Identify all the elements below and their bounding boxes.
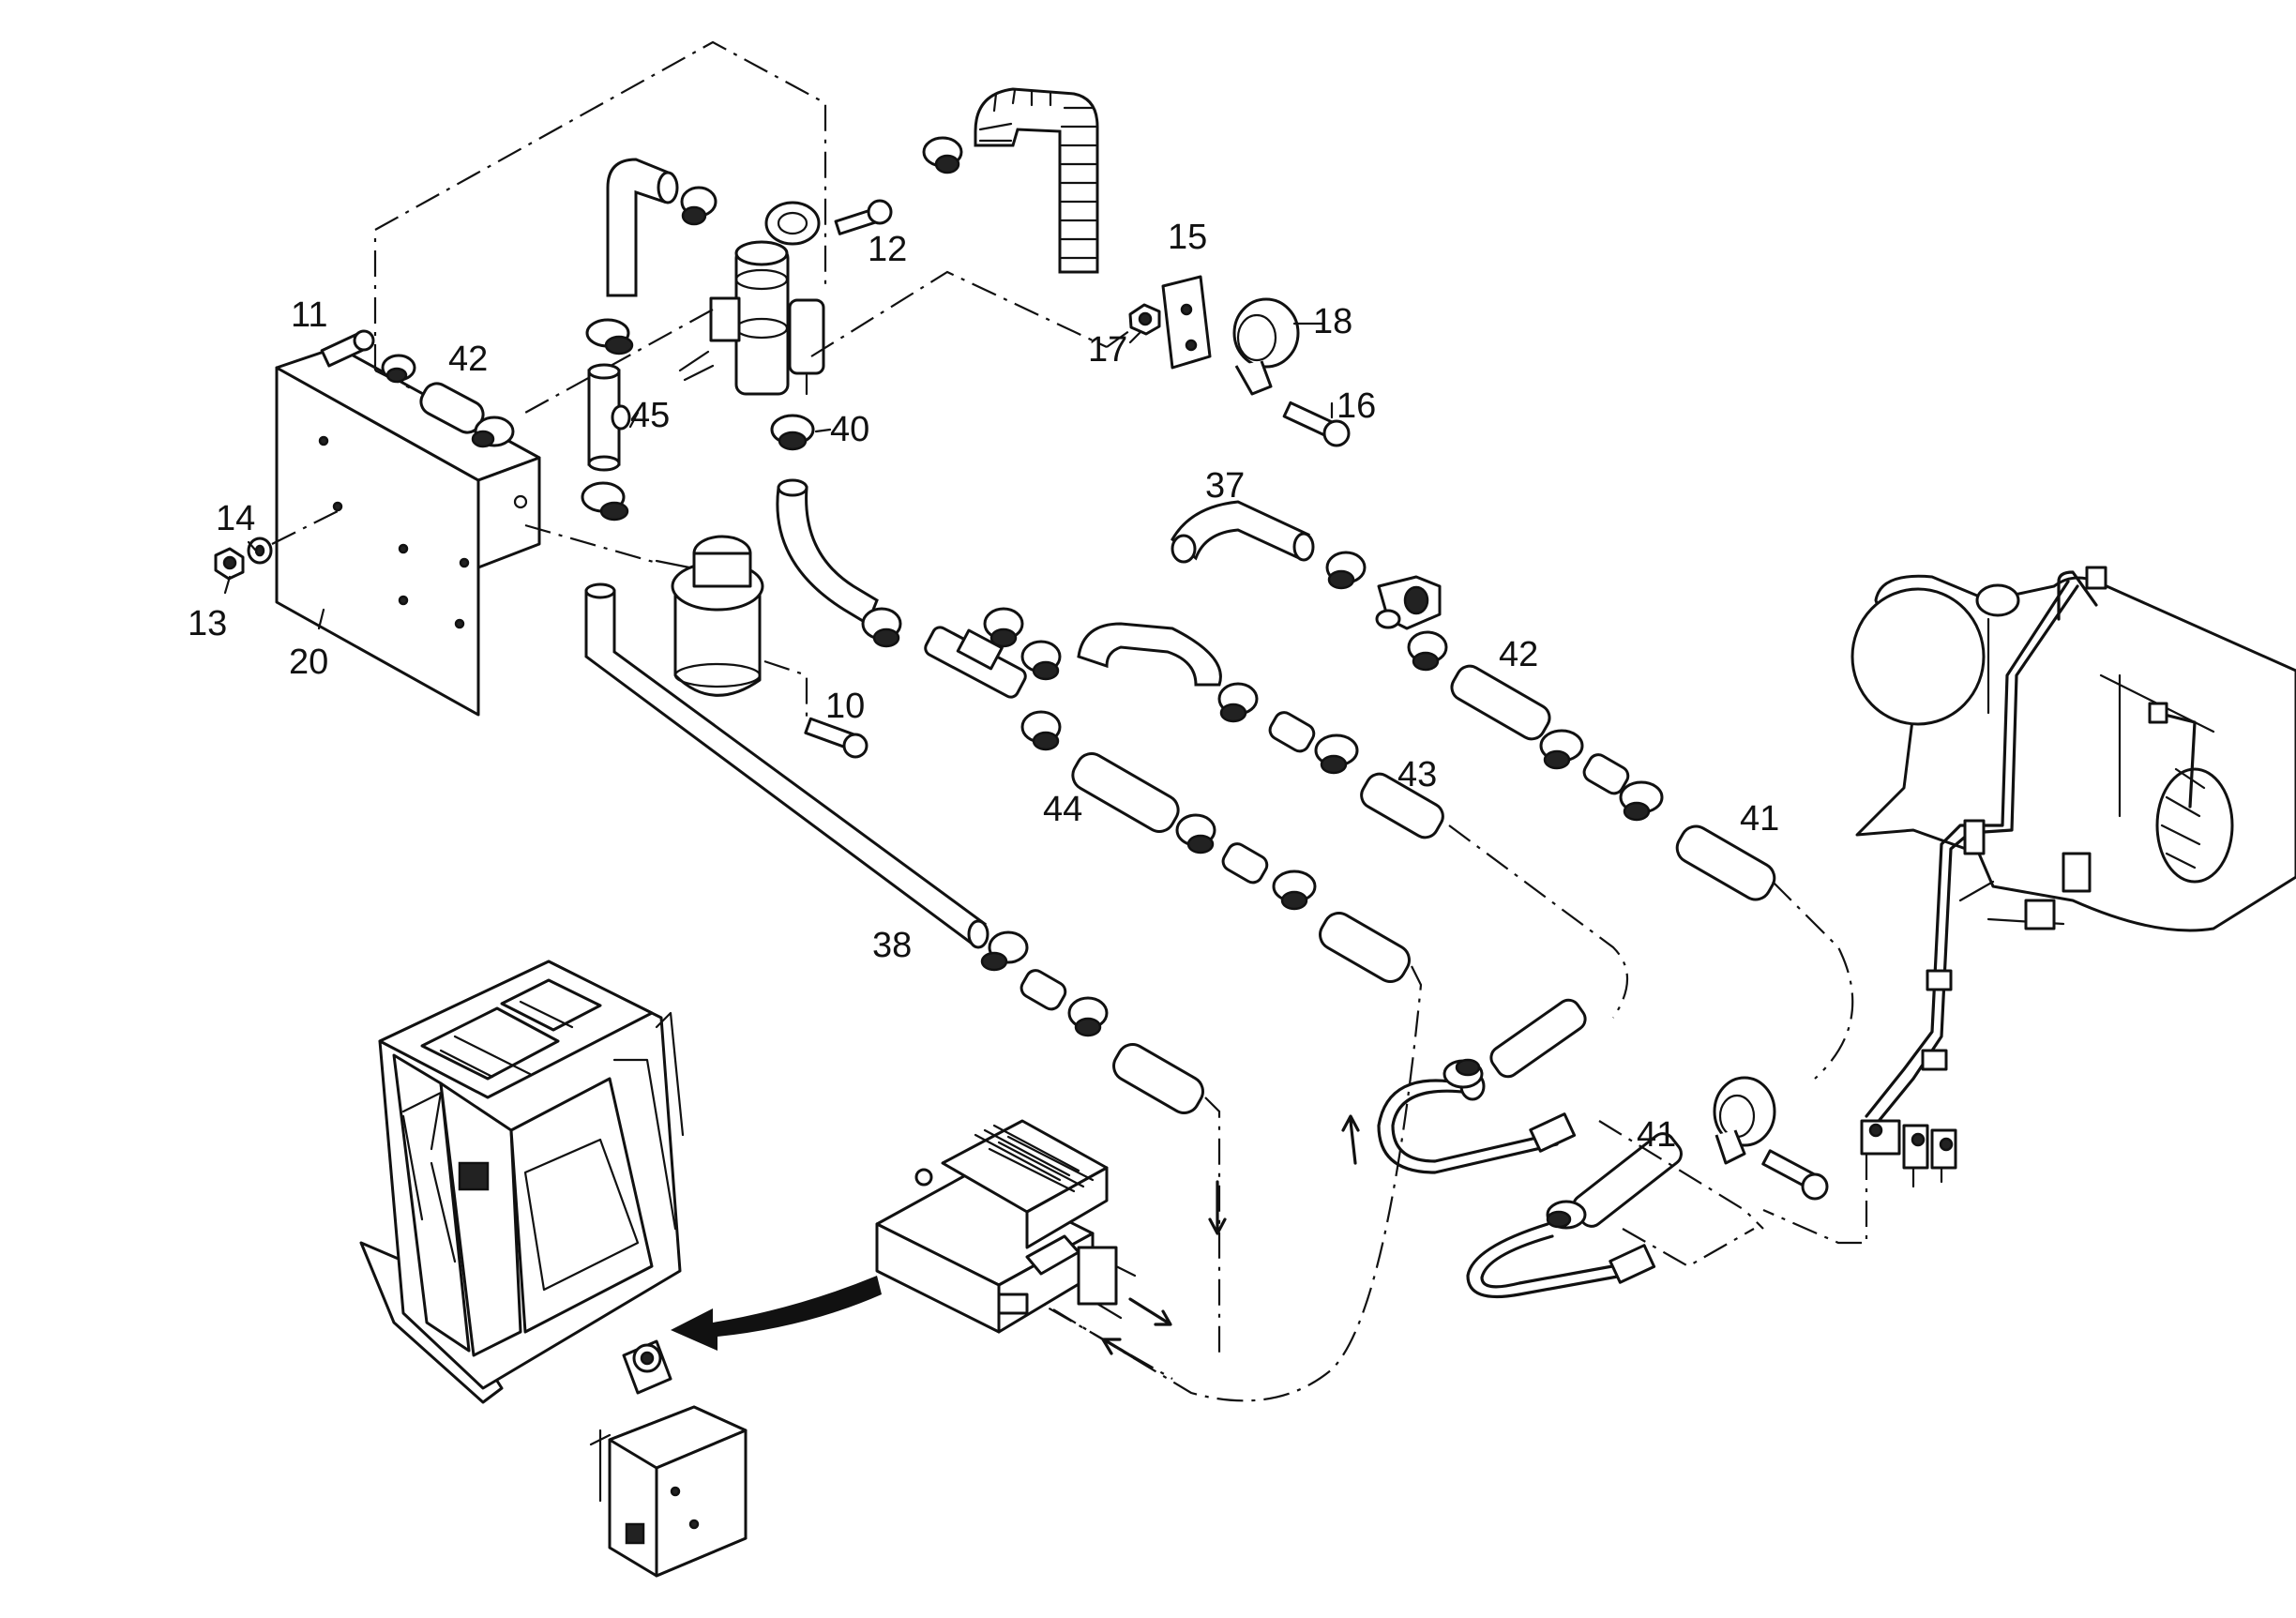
- nut-17: [1128, 303, 1161, 336]
- hose-44: [1071, 752, 1180, 833]
- engine-block: [1850, 574, 2296, 932]
- callout-14: 14: [216, 499, 255, 538]
- callout-12: 12: [868, 230, 907, 269]
- fuel-pipe-lower: [1466, 1222, 1656, 1299]
- mounting-plate: [275, 345, 541, 717]
- hose-41a: [1675, 824, 1776, 901]
- nipple: [1020, 969, 1067, 1011]
- callout-18: 18: [1313, 302, 1352, 341]
- bolt-16: [1282, 401, 1351, 447]
- clamp: [983, 607, 1024, 648]
- nipple: [1582, 753, 1630, 795]
- nipple: [1268, 711, 1316, 753]
- sleeve-42b: [1450, 664, 1551, 741]
- clamp: [922, 136, 963, 174]
- hose-38: [584, 582, 989, 949]
- clamp: [1443, 1058, 1484, 1089]
- callout-11: 11: [291, 295, 327, 335]
- clamp: [1314, 733, 1359, 775]
- bolt-11: [320, 329, 375, 368]
- hose-segment: [1489, 998, 1587, 1079]
- heater-unit: [875, 1119, 1137, 1334]
- callout-45: 45: [630, 396, 670, 435]
- callout-37: 37: [1205, 466, 1245, 506]
- callout-15: 15: [1168, 218, 1207, 257]
- callout-42: 42: [448, 340, 488, 379]
- hose-37: [1171, 500, 1315, 564]
- hose-segment: [1112, 1043, 1204, 1114]
- bracket-15: [1161, 275, 1212, 370]
- bolt-10: [804, 717, 869, 759]
- nipple: [1221, 842, 1269, 885]
- corrugated-hose: [974, 87, 1099, 274]
- clamp: [1020, 710, 1062, 751]
- washer-14: [247, 537, 273, 565]
- tee-fitting: [924, 626, 1027, 699]
- tee-45: [587, 363, 631, 472]
- clamp: [1217, 682, 1259, 723]
- clamp: [581, 481, 629, 522]
- elbow-connector: [1375, 575, 1442, 630]
- callout-38: 38: [872, 926, 912, 965]
- valve-cluster: [1860, 1119, 1957, 1188]
- clamp: [1407, 630, 1448, 672]
- callout-13: 13: [188, 604, 227, 643]
- valve-assembly: [678, 201, 825, 396]
- callout-10: 10: [825, 687, 865, 726]
- clamp: [1020, 640, 1062, 681]
- callout-42b: 42: [1499, 635, 1538, 674]
- curved-arrow: [671, 1276, 882, 1351]
- callout-41: 41: [1740, 799, 1779, 839]
- hose-curve: [776, 478, 879, 627]
- clamp: [680, 186, 718, 226]
- fuel-pipe-upper: [1377, 1071, 1577, 1174]
- callout-labels: 11 42 45 40 12 15 18 17 16 14 13 20 10 3…: [188, 218, 1779, 1155]
- clamp: [471, 416, 515, 448]
- upper-hose-bend: [606, 158, 679, 297]
- clamp: [980, 930, 1029, 972]
- callout-44: 44: [1043, 790, 1082, 829]
- hose-segment: [1319, 912, 1411, 983]
- callout-17: 17: [1088, 330, 1127, 370]
- bolt: [1761, 1149, 1829, 1201]
- clamp: [585, 318, 634, 355]
- filter-canister: [655, 535, 764, 697]
- callout-41b: 41: [1637, 1115, 1676, 1155]
- clamp: [1272, 869, 1317, 911]
- clamp: [1546, 1200, 1587, 1230]
- callout-16: 16: [1337, 386, 1376, 426]
- clamp: [1325, 551, 1367, 590]
- grommet: [1713, 1076, 1776, 1165]
- fuel-line: [1865, 566, 2197, 1132]
- clamp: [1539, 729, 1584, 770]
- callout-40: 40: [830, 410, 869, 449]
- clamp: [1619, 780, 1664, 822]
- clamp-40: [770, 414, 815, 451]
- grommet-18: [1232, 297, 1300, 396]
- nut-13: [214, 547, 245, 581]
- control-knob: [622, 1339, 672, 1395]
- clamp: [1067, 996, 1109, 1037]
- clamp: [861, 607, 902, 648]
- callout-43: 43: [1397, 755, 1437, 794]
- callout-20: 20: [289, 643, 328, 682]
- operator-cab: [359, 960, 685, 1404]
- clamp: [1175, 813, 1216, 854]
- hose-43: [1360, 772, 1444, 839]
- control-box: [589, 1405, 748, 1578]
- bolt-12: [834, 199, 893, 235]
- clamp: [381, 354, 416, 384]
- hose-bend: [1077, 622, 1222, 687]
